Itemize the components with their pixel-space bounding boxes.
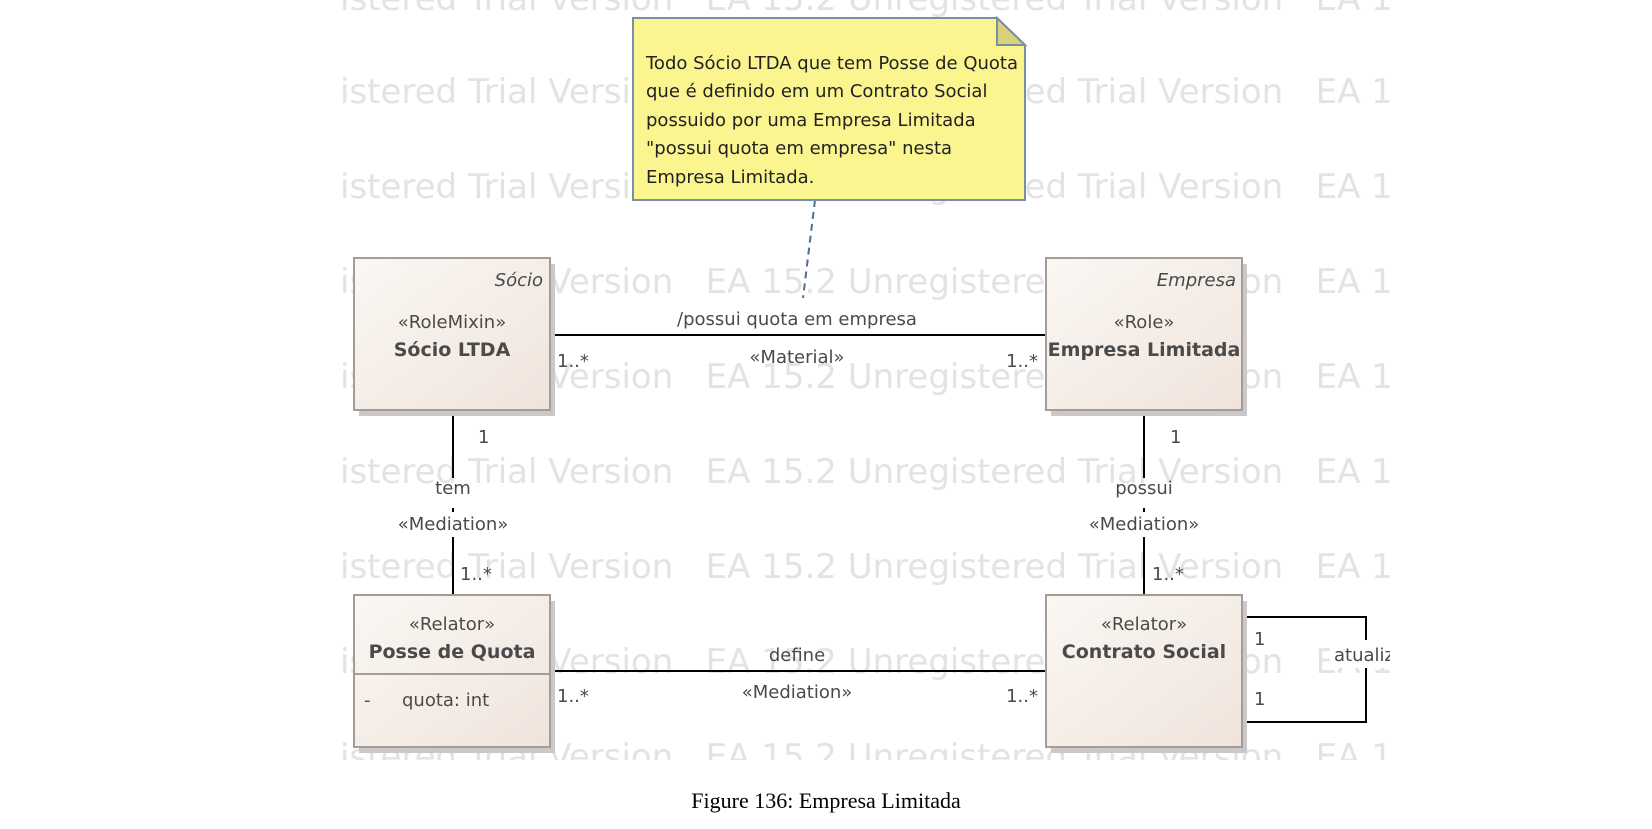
multiplicity-label: 1..* xyxy=(1006,686,1038,707)
multiplicity-label: 1..* xyxy=(557,686,589,707)
class-box xyxy=(1045,257,1243,411)
note-line: que é definido em um Contrato Social xyxy=(646,81,987,102)
watermark-row: istered Trial Version EA 15.2 Unregister… xyxy=(340,452,1483,492)
association-stereotype: «Mediation» xyxy=(742,682,853,703)
label-background xyxy=(1330,640,1390,668)
watermark-row: istered Trial Version EA 15.2 Unregister… xyxy=(340,547,1483,587)
association-stereotype: «Mediation» xyxy=(398,514,509,535)
attribute-visibility: - xyxy=(364,690,371,711)
class-stereotype: «Role» xyxy=(1114,312,1175,333)
association-stereotype: «Mediation» xyxy=(1089,514,1200,535)
class-stereotype: «Relator» xyxy=(409,614,495,635)
watermark-row: istered Trial Version EA 15.2 Unregister… xyxy=(340,0,1483,19)
note-folded-corner xyxy=(996,15,1028,46)
note-line: possuido por uma Empresa Limitada xyxy=(646,110,976,131)
multiplicity-label: 1 xyxy=(478,427,489,448)
class-name: Posse de Quota xyxy=(369,641,536,663)
self-association-label-group: atualiz xyxy=(1330,640,1394,668)
association-name: /possui quota em empresa xyxy=(677,309,917,330)
note-line: Empresa Limitada. xyxy=(646,167,814,188)
class-name: Sócio LTDA xyxy=(394,339,511,361)
association-name: possui xyxy=(1115,478,1173,499)
multiplicity-label: 1..* xyxy=(1152,564,1184,585)
association-name: atualiz xyxy=(1334,645,1394,666)
multiplicity-label: 1 xyxy=(1254,689,1265,710)
multiplicity-label: 1..* xyxy=(460,564,492,585)
association-name: tem xyxy=(435,478,471,499)
association-stereotype: «Material» xyxy=(749,347,844,368)
note-line: "possui quota em empresa" nesta xyxy=(646,138,952,159)
class-box xyxy=(353,594,551,748)
constraint-note[interactable]: Todo Sócio LTDA que tem Posse de Quota q… xyxy=(632,15,1028,201)
note-body xyxy=(632,17,1026,201)
association-edge-atualiza[interactable] xyxy=(1241,616,1367,723)
class-attribute[interactable]: quota: int xyxy=(402,690,489,711)
class-posse-de-quota[interactable]: «Relator» Posse de Quota - quota: int xyxy=(353,594,555,753)
multiplicity-label: 1..* xyxy=(557,351,589,372)
class-role-label: Empresa xyxy=(1157,270,1236,291)
figure-caption: Figure 136: Empresa Limitada xyxy=(691,788,961,813)
class-name: Contrato Social xyxy=(1062,641,1226,663)
class-box xyxy=(353,257,551,411)
class-name: Empresa Limitada xyxy=(1048,339,1241,361)
multiplicity-label: 1..* xyxy=(1006,351,1038,372)
class-socio-ltda[interactable]: Sócio «RoleMixin» Sócio LTDA xyxy=(353,257,555,416)
class-contrato-social[interactable]: «Relator» Contrato Social xyxy=(1045,594,1247,753)
class-box xyxy=(1045,594,1243,748)
multiplicity-label: 1 xyxy=(1170,427,1181,448)
class-empresa-limitada[interactable]: Empresa «Role» Empresa Limitada xyxy=(1045,257,1247,416)
note-line: Todo Sócio LTDA que tem Posse de Quota xyxy=(645,53,1018,74)
class-stereotype: «RoleMixin» xyxy=(398,312,506,333)
note-anchor-line xyxy=(802,199,816,299)
multiplicity-label: 1 xyxy=(1254,629,1265,650)
class-role-label: Sócio xyxy=(495,270,543,291)
class-stereotype: «Relator» xyxy=(1101,614,1187,635)
association-name: define xyxy=(769,645,825,666)
